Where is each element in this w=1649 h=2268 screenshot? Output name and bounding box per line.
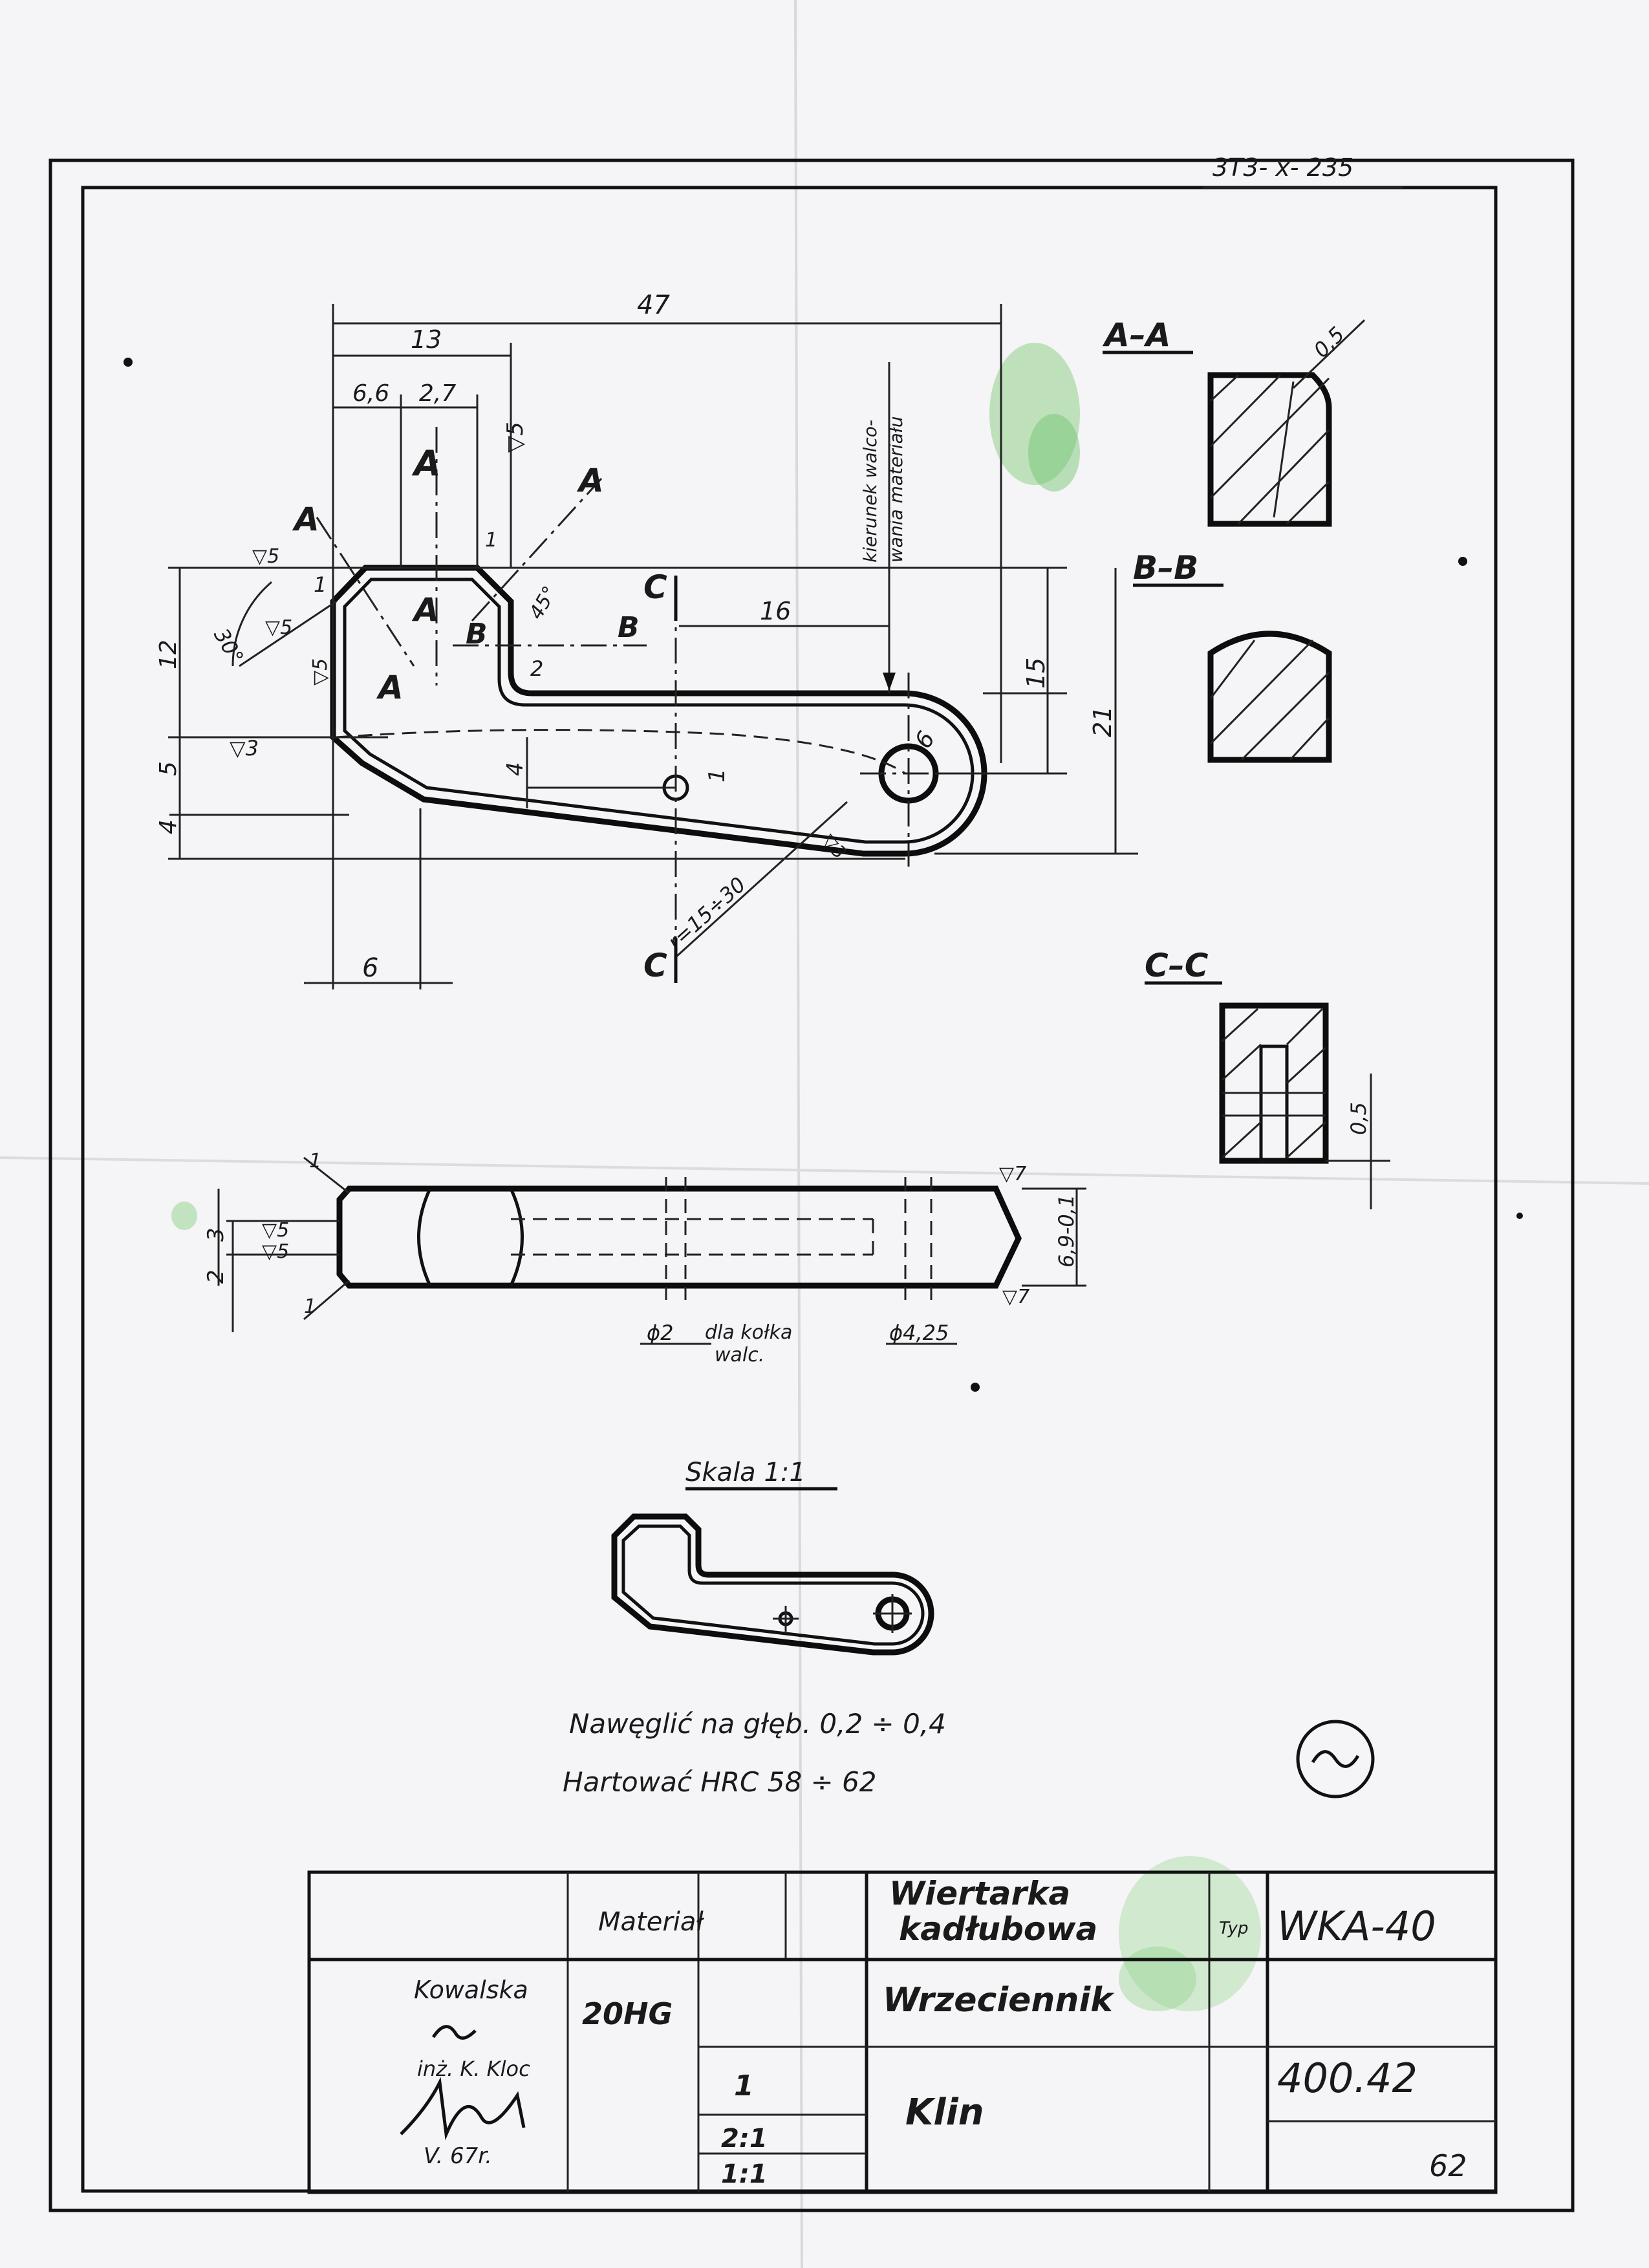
section-c-c: C–C 0,5 bbox=[1145, 947, 1390, 1209]
initials-drawn bbox=[431, 2025, 477, 2040]
fold-line-vertical bbox=[794, 0, 803, 2268]
side-surface-5-b: ▽5 bbox=[262, 1240, 289, 1263]
section-mark-a-top: A bbox=[411, 443, 441, 484]
part-outline-inner bbox=[343, 578, 975, 844]
dim-6-6: 6,6 bbox=[352, 380, 389, 407]
drawing-code: 3T3- x- 235 bbox=[1212, 153, 1353, 182]
dim-47: 47 bbox=[637, 290, 670, 320]
quantity: 1 bbox=[734, 2069, 754, 2102]
section-b-b: B–B bbox=[1133, 549, 1332, 763]
side-surface-7-bottom: ▽7 bbox=[1002, 1286, 1029, 1308]
assembly-name: Wrzeciennik bbox=[883, 1981, 1115, 2020]
dim-4: 4 bbox=[155, 819, 182, 834]
section-bb-title: B–B bbox=[1133, 549, 1198, 587]
dim-5: 5 bbox=[155, 761, 182, 776]
section-mark-b-left: B bbox=[466, 618, 488, 651]
dim-13: 13 bbox=[411, 325, 442, 354]
general-finish-symbol bbox=[1296, 1720, 1375, 1798]
hole-2-dim: ϕ2 bbox=[647, 1321, 673, 1345]
part-name: Klin bbox=[905, 2091, 984, 2133]
rolling-note-1: kierunek walco- bbox=[859, 420, 881, 563]
side-surface-5-a: ▽5 bbox=[262, 1219, 289, 1242]
chamfer-1-left: 1 bbox=[314, 572, 327, 597]
surface-5-top: ▽5 bbox=[502, 422, 528, 453]
section-mark-c-bottom: C bbox=[643, 947, 667, 984]
scale-view: Skala 1:1 bbox=[611, 1458, 934, 1656]
side-dim-3: 3 bbox=[203, 1227, 229, 1242]
side-thickness: 6,9-0,1 bbox=[1054, 1194, 1079, 1268]
dim-2-7: 2,7 bbox=[419, 380, 456, 407]
drawn-by: Kowalska bbox=[414, 1976, 528, 2004]
side-view: 3 2 ▽5 ▽5 1 1 6,9-0,1 ▽7 ▽7 ϕ2 dla kołka… bbox=[203, 1150, 1086, 1366]
side-view-outline bbox=[336, 1185, 1022, 1289]
section-mark-c-top: C bbox=[643, 568, 667, 606]
part-outline-outer bbox=[330, 565, 987, 857]
scale-1-1: 1:1 bbox=[721, 2159, 768, 2189]
stain-bottom bbox=[171, 1202, 1261, 2011]
cc-dim-05: 0,5 bbox=[1346, 1102, 1371, 1135]
surface-3-left: ▽3 bbox=[230, 736, 259, 761]
section-cc-title: C–C bbox=[1145, 947, 1209, 984]
section-mark-b-right: B bbox=[618, 611, 640, 644]
dim-21: 21 bbox=[1088, 706, 1117, 737]
dim-4-inner: 4 bbox=[502, 762, 528, 776]
surface-5-a: ▽5 bbox=[252, 545, 279, 568]
chamfer-1-right: 1 bbox=[485, 529, 497, 552]
note-harden: Hartować HRC 58 ÷ 62 bbox=[563, 1766, 877, 1798]
hole-2-note-1: dla kołka bbox=[705, 1321, 792, 1344]
fold-line-horizontal bbox=[0, 1156, 1649, 1185]
section-aa-title: A–A bbox=[1102, 316, 1170, 354]
radius-2: 2 bbox=[530, 656, 543, 681]
material-value: 20HG bbox=[582, 1996, 673, 2031]
page-number: 62 bbox=[1429, 2148, 1467, 2183]
hole-425-dim: ϕ4,25 bbox=[889, 1321, 949, 1345]
section-mark-a-lower: A bbox=[376, 669, 404, 706]
scale-heading: Skala 1:1 bbox=[685, 1458, 806, 1487]
checked-by: inż. K. Kloc bbox=[417, 2057, 530, 2081]
note-carburize: Nawęglić na głęb. 0,2 ÷ 0,4 bbox=[569, 1708, 946, 1740]
title-block: Materiał 20HG 1 2:1 1:1 Wiertarka kadłub… bbox=[307, 1870, 1498, 2194]
drawing-number: 400.42 bbox=[1277, 2055, 1417, 2102]
dim-1-pin: 1 bbox=[704, 768, 730, 783]
signature bbox=[400, 2077, 526, 2141]
section-mark-a-right: A bbox=[576, 462, 604, 499]
side-surface-7-top: ▽7 bbox=[999, 1163, 1026, 1185]
stain-top bbox=[989, 343, 1080, 491]
material-header: Materiał bbox=[598, 1907, 704, 1937]
scale-2-1: 2:1 bbox=[721, 2124, 768, 2154]
dim-15: 15 bbox=[1022, 658, 1050, 689]
signature-date: V. 67r. bbox=[424, 2143, 492, 2169]
side-chamfer-1-bottom: 1 bbox=[304, 1295, 316, 1318]
dim-16: 16 bbox=[760, 597, 791, 625]
section-a-a: A–A 0,5 bbox=[1102, 316, 1366, 527]
hole-2-note-2: walc. bbox=[715, 1344, 764, 1366]
type-value: WKA-40 bbox=[1277, 1903, 1436, 1950]
machine-line-2: kadłubowa bbox=[899, 1910, 1097, 1948]
section-mark-a-left: A bbox=[292, 501, 319, 538]
type-label: Typ bbox=[1219, 1919, 1249, 1938]
machine-line-1: Wiertarka bbox=[889, 1875, 1070, 1912]
surface-5-b: ▽5 bbox=[265, 616, 292, 639]
rolling-note-2: wania materiału bbox=[885, 416, 907, 563]
side-chamfer-1-top: 1 bbox=[309, 1150, 321, 1172]
dim-12: 12 bbox=[155, 640, 182, 669]
outer-border bbox=[48, 158, 1575, 2212]
section-mark-a-mid: A bbox=[411, 591, 439, 629]
side-dim-2: 2 bbox=[203, 1269, 229, 1284]
surface-5-c: ▽5 bbox=[309, 658, 332, 686]
dim-6-bottom: 6 bbox=[362, 953, 378, 983]
